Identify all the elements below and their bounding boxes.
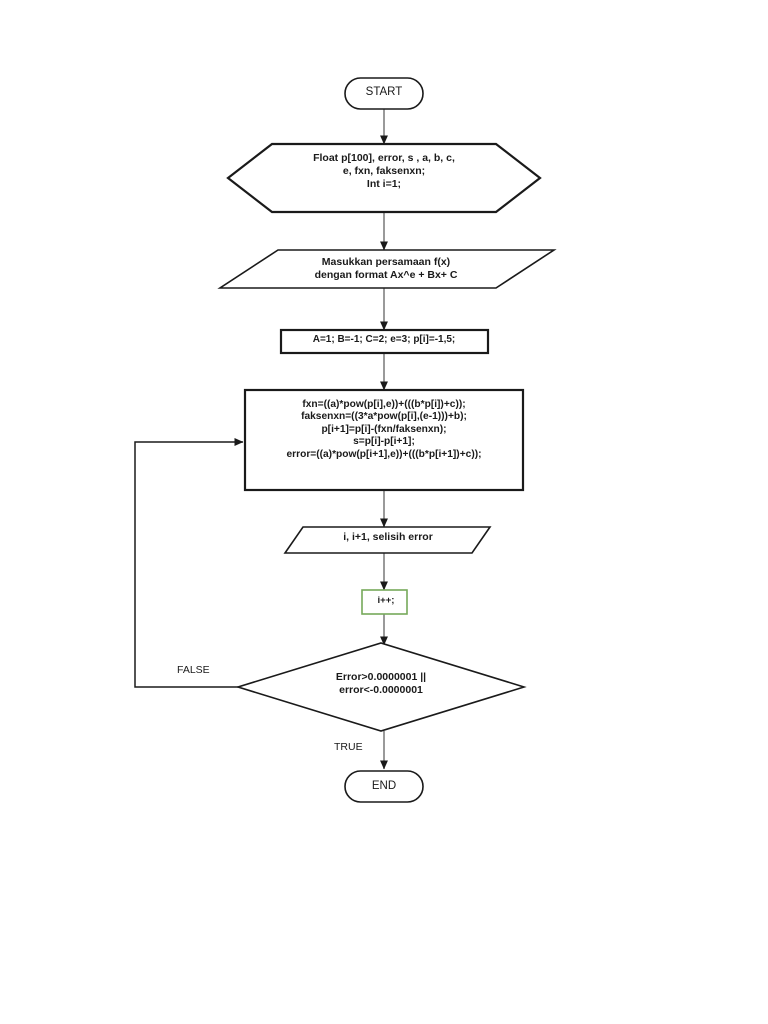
node-end xyxy=(344,770,424,803)
node-input xyxy=(217,249,557,289)
node-decision xyxy=(235,642,527,732)
node-output xyxy=(283,526,492,554)
node-increment xyxy=(361,589,408,615)
edge-decision-false-loopback xyxy=(134,438,244,688)
node-declare xyxy=(226,142,542,214)
node-process xyxy=(243,388,525,492)
node-start xyxy=(344,77,424,110)
node-init xyxy=(279,328,490,355)
